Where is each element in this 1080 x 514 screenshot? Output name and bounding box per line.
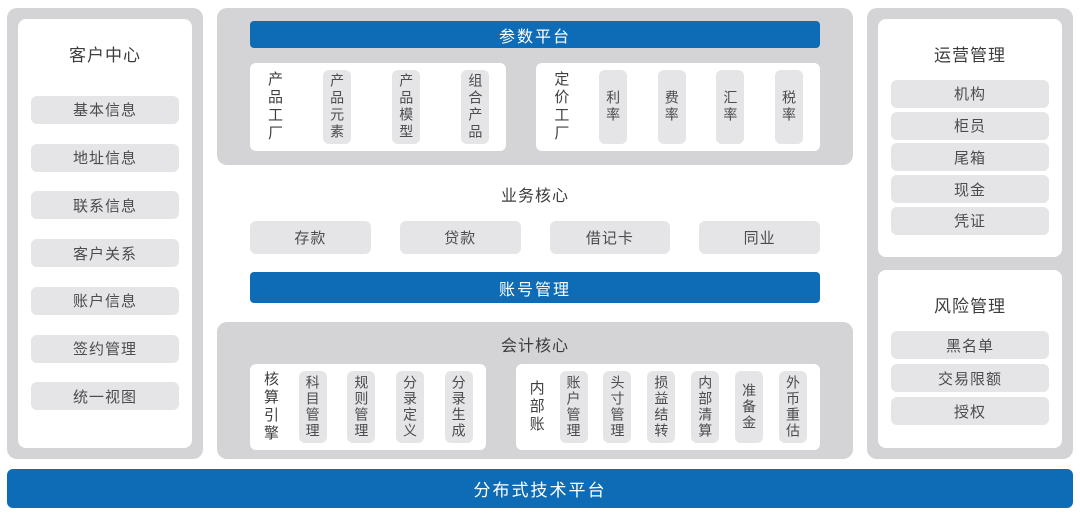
accounting-subcards: 核算引擎 科目管理 规则管理 分录定义 分录生成 内部账 账户管理 头寸管理 损… bbox=[250, 364, 820, 450]
accounting-core-section: 会计核心 核算引擎 科目管理 规则管理 分录定义 分录生成 内部账 账户管理 头… bbox=[217, 322, 853, 459]
operations-item: 凭证 bbox=[891, 206, 1049, 235]
customer-center-title: 客户中心 bbox=[69, 46, 141, 65]
customer-center-item: 签约管理 bbox=[31, 334, 179, 363]
internal-ledger-label: 内部账 bbox=[527, 380, 545, 434]
accounting-engine-item: 分录生成 bbox=[444, 371, 473, 443]
main-row: 客户中心 基本信息 地址信息 联系信息 客户关系 账户信息 签约管理 统一视图 … bbox=[7, 8, 1073, 459]
technology-platform-bar: 分布式技术平台 bbox=[7, 469, 1073, 508]
customer-center-item: 联系信息 bbox=[31, 191, 179, 220]
product-factory-item: 组合产品 bbox=[461, 70, 490, 144]
customer-center-panel: 客户中心 基本信息 地址信息 联系信息 客户关系 账户信息 签约管理 统一视图 bbox=[7, 8, 203, 459]
risk-item: 黑名单 bbox=[891, 331, 1049, 360]
customer-center-card: 客户中心 基本信息 地址信息 联系信息 客户关系 账户信息 签约管理 统一视图 bbox=[18, 19, 192, 448]
operations-management-list: 机构 柜员 尾箱 现金 凭证 bbox=[891, 76, 1049, 239]
customer-center-item: 地址信息 bbox=[31, 143, 179, 172]
customer-center-item: 账户信息 bbox=[31, 286, 179, 315]
business-core-item: 存款 bbox=[250, 221, 371, 254]
pricing-factory-item: 费率 bbox=[657, 70, 686, 144]
operations-management-title: 运营管理 bbox=[934, 46, 1006, 65]
customer-center-list: 基本信息 地址信息 联系信息 客户关系 账户信息 签约管理 统一视图 bbox=[31, 76, 179, 430]
risk-management-list: 黑名单 交易限额 授权 bbox=[891, 327, 1049, 430]
customer-center-item: 客户关系 bbox=[31, 239, 179, 267]
accounting-engine-item: 规则管理 bbox=[347, 371, 376, 443]
internal-ledger-item: 外币重估 bbox=[779, 371, 807, 443]
pricing-factory-item: 汇率 bbox=[716, 70, 745, 144]
risk-item: 授权 bbox=[891, 397, 1049, 426]
risk-item: 交易限额 bbox=[891, 364, 1049, 393]
internal-ledger-item: 账户管理 bbox=[559, 371, 588, 443]
parameter-platform-section: 参数平台 产品工厂 产品元素 产品模型 组合产品 定价工厂 利率 费率 汇率 税… bbox=[217, 8, 853, 165]
account-management-bar: 账号管理 bbox=[250, 272, 820, 303]
internal-ledger-item: 损益结转 bbox=[647, 371, 676, 443]
business-core-title: 业务核心 bbox=[500, 188, 569, 205]
product-factory-label: 产品工厂 bbox=[266, 71, 283, 143]
business-core-item: 同业 bbox=[699, 221, 820, 254]
operations-item: 尾箱 bbox=[891, 143, 1049, 172]
internal-ledger-item: 内部清算 bbox=[691, 371, 720, 443]
product-factory-item: 产品模型 bbox=[392, 70, 421, 144]
parameter-subcards: 产品工厂 产品元素 产品模型 组合产品 定价工厂 利率 费率 汇率 税率 bbox=[250, 63, 820, 151]
pricing-factory-item: 税率 bbox=[774, 70, 803, 144]
parameter-platform-bar: 参数平台 bbox=[250, 21, 820, 48]
product-factory-card: 产品工厂 产品元素 产品模型 组合产品 bbox=[250, 63, 507, 151]
accounting-engine-label: 核算引擎 bbox=[262, 371, 279, 443]
risk-management-title: 风险管理 bbox=[934, 296, 1006, 316]
middle-column: 参数平台 产品工厂 产品元素 产品模型 组合产品 定价工厂 利率 费率 汇率 税… bbox=[217, 8, 853, 459]
accounting-engine-item: 分录定义 bbox=[395, 371, 424, 443]
business-core-row: 存款 贷款 借记卡 同业 bbox=[250, 221, 820, 254]
operations-item: 现金 bbox=[891, 175, 1049, 204]
internal-ledger-item: 准备金 bbox=[735, 371, 764, 443]
product-factory-item: 产品元素 bbox=[323, 70, 352, 144]
operations-management-card: 运营管理 机构 柜员 尾箱 现金 凭证 bbox=[878, 19, 1062, 257]
internal-ledger-card: 内部账 账户管理 头寸管理 损益结转 内部清算 准备金 外币重估 bbox=[515, 364, 820, 450]
operations-item: 柜员 bbox=[891, 111, 1049, 140]
business-core-item: 贷款 bbox=[399, 221, 521, 254]
internal-ledger-item: 头寸管理 bbox=[603, 371, 632, 443]
pricing-factory-label: 定价工厂 bbox=[552, 71, 570, 143]
customer-center-item: 统一视图 bbox=[31, 382, 179, 411]
pricing-factory-item: 利率 bbox=[599, 70, 628, 144]
right-panel: 运营管理 机构 柜员 尾箱 现金 凭证 风险管理 黑名单 交易限额 授权 bbox=[867, 8, 1073, 459]
accounting-core-title: 会计核心 bbox=[500, 338, 569, 355]
pricing-factory-card: 定价工厂 利率 费率 汇率 税率 bbox=[536, 63, 820, 151]
risk-management-card: 风险管理 黑名单 交易限额 授权 bbox=[878, 269, 1062, 448]
accounting-engine-card: 核算引擎 科目管理 规则管理 分录定义 分录生成 bbox=[250, 364, 486, 450]
business-core-section: 业务核心 存款 贷款 借记卡 同业 账号管理 bbox=[217, 165, 853, 322]
accounting-engine-item: 科目管理 bbox=[298, 371, 327, 443]
operations-item: 机构 bbox=[891, 79, 1049, 108]
customer-center-item: 基本信息 bbox=[31, 95, 179, 124]
business-core-item: 借记卡 bbox=[549, 221, 671, 254]
